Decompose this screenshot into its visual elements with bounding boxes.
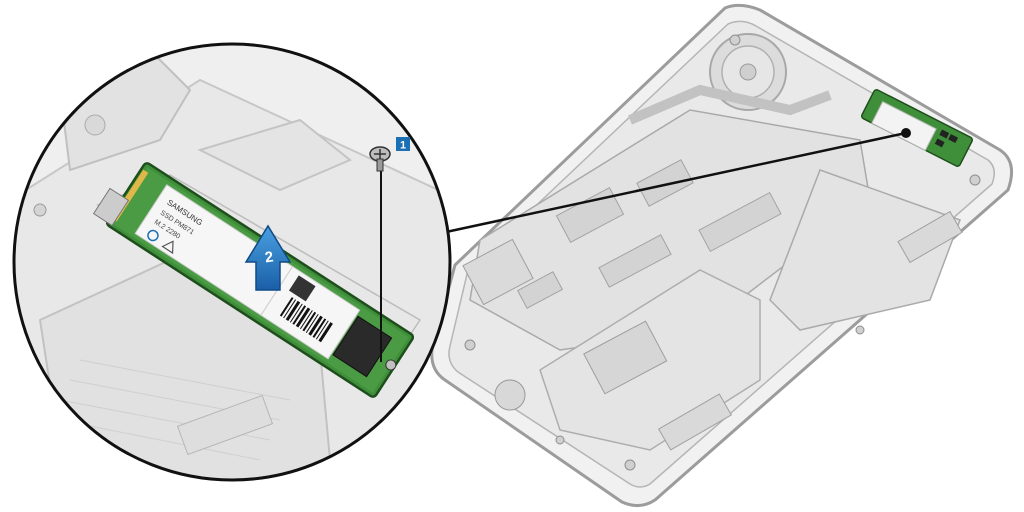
- heat-pipe: [628, 84, 832, 125]
- ssd-small: [861, 89, 973, 167]
- leader-line: [445, 131, 907, 234]
- screw: [369, 146, 391, 362]
- battery-connector: [583, 320, 668, 395]
- cert-mark-icon: [147, 229, 159, 242]
- wlan-card: [462, 238, 534, 306]
- m2-socket: [92, 187, 130, 227]
- callout-1-badge: 1: [396, 137, 410, 152]
- ssd-barcode: [279, 297, 333, 343]
- ssd-qr-code: [288, 275, 316, 302]
- warning-triangle-icon: [161, 240, 174, 255]
- speaker-left: [658, 393, 732, 451]
- callout-2-number: 2: [264, 248, 275, 266]
- cooling-fan: [709, 33, 787, 111]
- laptop-base-assembly: [430, 3, 1014, 507]
- leader-dot: [901, 128, 911, 138]
- coin-cell-battery: [494, 379, 526, 411]
- motherboard-chips: [516, 159, 782, 309]
- callout-1-number: 1: [400, 140, 406, 152]
- screw-bosses: [464, 34, 981, 471]
- io-board: [769, 169, 961, 331]
- speaker-right: [897, 210, 963, 264]
- lift-arrow: 2: [244, 224, 292, 291]
- magnified-inset: SAMSUNG SSD PM871 M.2 2280: [12, 42, 452, 482]
